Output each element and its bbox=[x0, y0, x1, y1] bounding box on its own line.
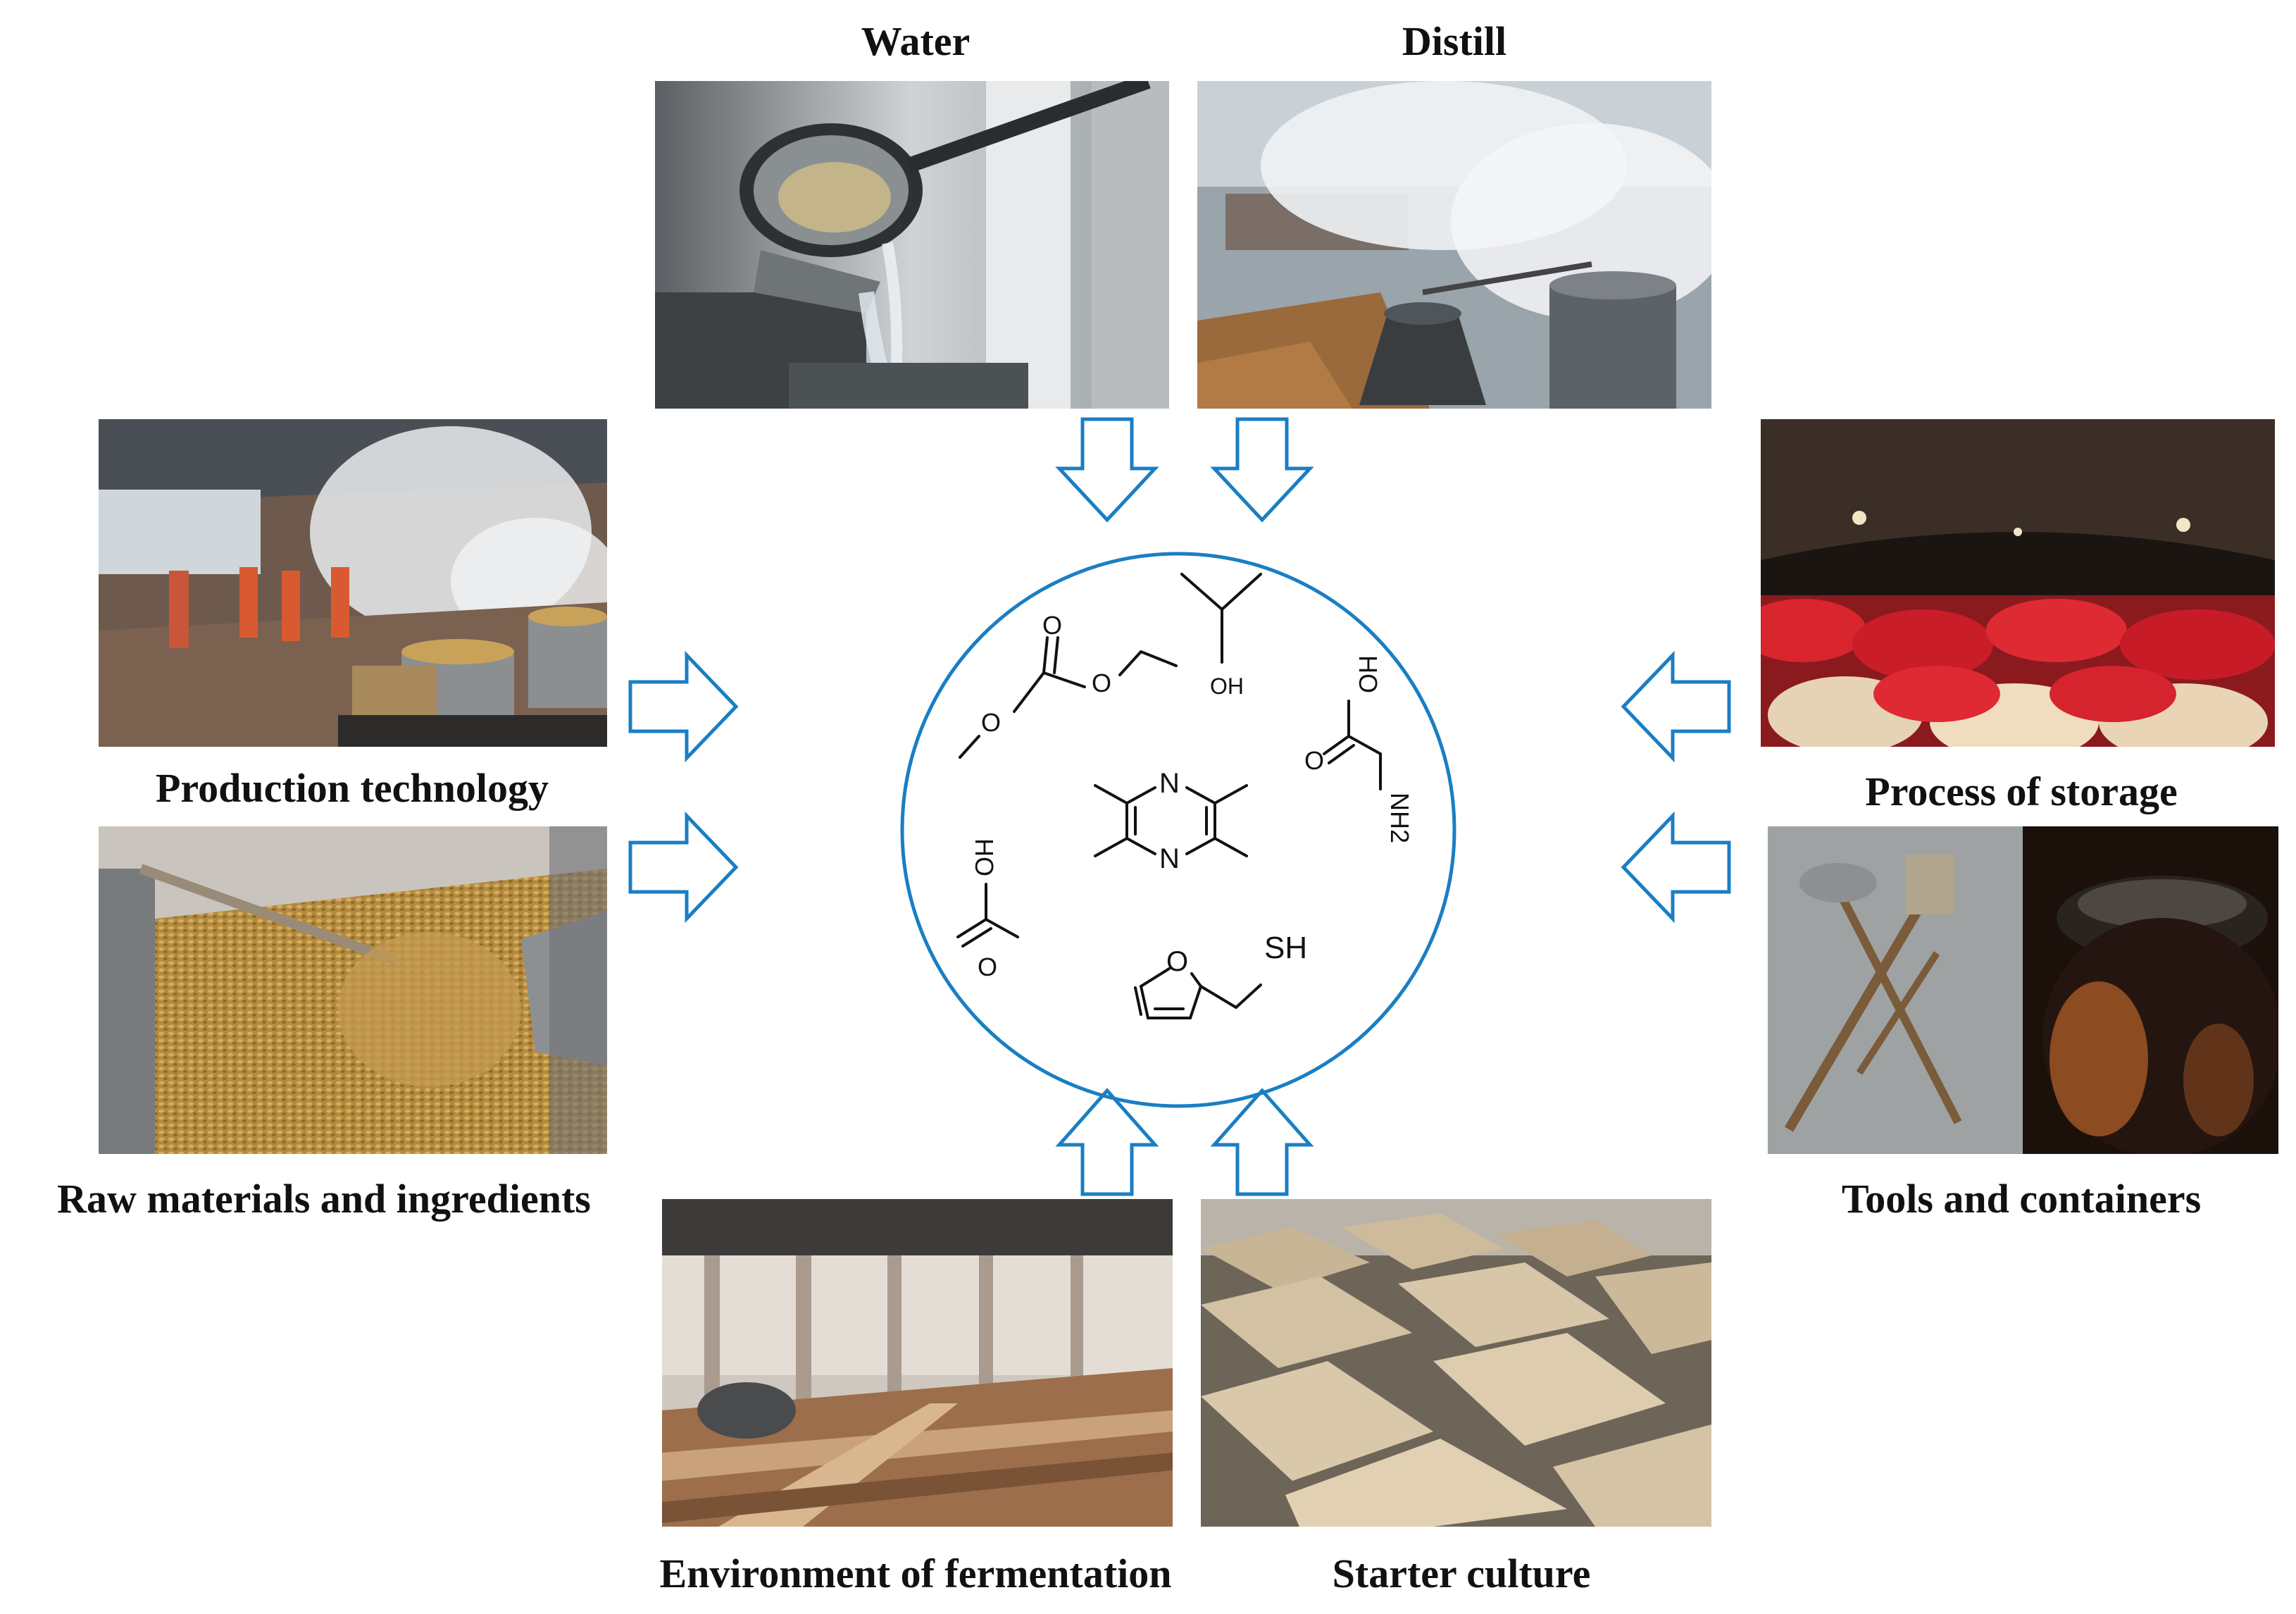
atom-label-o-glycine-carbonyl: O bbox=[1304, 746, 1324, 775]
photo-raw-materials bbox=[99, 826, 607, 1154]
photo-starter-culture bbox=[1201, 1199, 1711, 1527]
arrow-up-environment bbox=[1055, 1088, 1159, 1196]
photo-distill bbox=[1197, 81, 1711, 409]
label-process-of-storage: Process of storage bbox=[1865, 769, 2178, 814]
arrow-down-water bbox=[1055, 417, 1159, 523]
label-starter-culture: Starter culture bbox=[1332, 1551, 1591, 1596]
atom-label-oh-isopropanol: OH bbox=[1210, 673, 1244, 699]
photo-environment-of-fermentation bbox=[662, 1199, 1173, 1527]
atom-label-nh2-glycine: NH2 bbox=[1385, 793, 1414, 843]
label-raw-materials: Raw materials and ingredients bbox=[57, 1176, 591, 1222]
molecule-glycine bbox=[1323, 700, 1382, 790]
atom-label-o-carbonyl: O bbox=[1042, 611, 1062, 640]
label-distill: Distill bbox=[1402, 18, 1507, 64]
atom-label-o-ester: O bbox=[1092, 669, 1111, 697]
atom-label-o-ether: O bbox=[981, 708, 1001, 737]
label-production-technology: Production technology bbox=[156, 765, 549, 811]
arrow-up-starter bbox=[1210, 1088, 1314, 1196]
atom-label-n-top: N bbox=[1159, 768, 1180, 799]
atom-label-ho-glycine: HO bbox=[1354, 655, 1383, 693]
photo-tools-and-containers bbox=[1768, 826, 2278, 1154]
arrow-down-distill bbox=[1210, 417, 1314, 523]
atom-label-o-acetic: O bbox=[978, 952, 997, 981]
atom-label-o-furan: O bbox=[1166, 946, 1188, 977]
photo-process-of-storage bbox=[1761, 419, 2275, 747]
molecule-acetic-acid bbox=[956, 883, 1019, 948]
atom-label-ho-acetic: HO bbox=[970, 838, 999, 876]
central-circle bbox=[900, 552, 1456, 1108]
molecule-ethyl-methoxyacetate bbox=[959, 636, 1178, 759]
arrow-right-raw bbox=[628, 811, 739, 924]
label-tools-and-containers: Tools and containers bbox=[1841, 1176, 2202, 1222]
molecule-isopropanol bbox=[1180, 573, 1262, 664]
label-water: Water bbox=[861, 18, 971, 64]
atom-label-sh: SH bbox=[1264, 931, 1307, 965]
photo-water bbox=[655, 81, 1169, 409]
arrow-left-tools bbox=[1621, 811, 1731, 924]
arrow-left-storage bbox=[1621, 650, 1731, 763]
atom-label-n-bottom: N bbox=[1159, 843, 1180, 874]
arrow-right-production bbox=[628, 650, 739, 763]
molecule-furfuryl-mercaptan bbox=[1134, 967, 1262, 1019]
photo-production-technology bbox=[99, 419, 607, 747]
molecule-tetramethylpyrazine bbox=[1094, 784, 1248, 857]
label-environment-of-fermentation: Environment of fermentation bbox=[659, 1551, 1172, 1596]
